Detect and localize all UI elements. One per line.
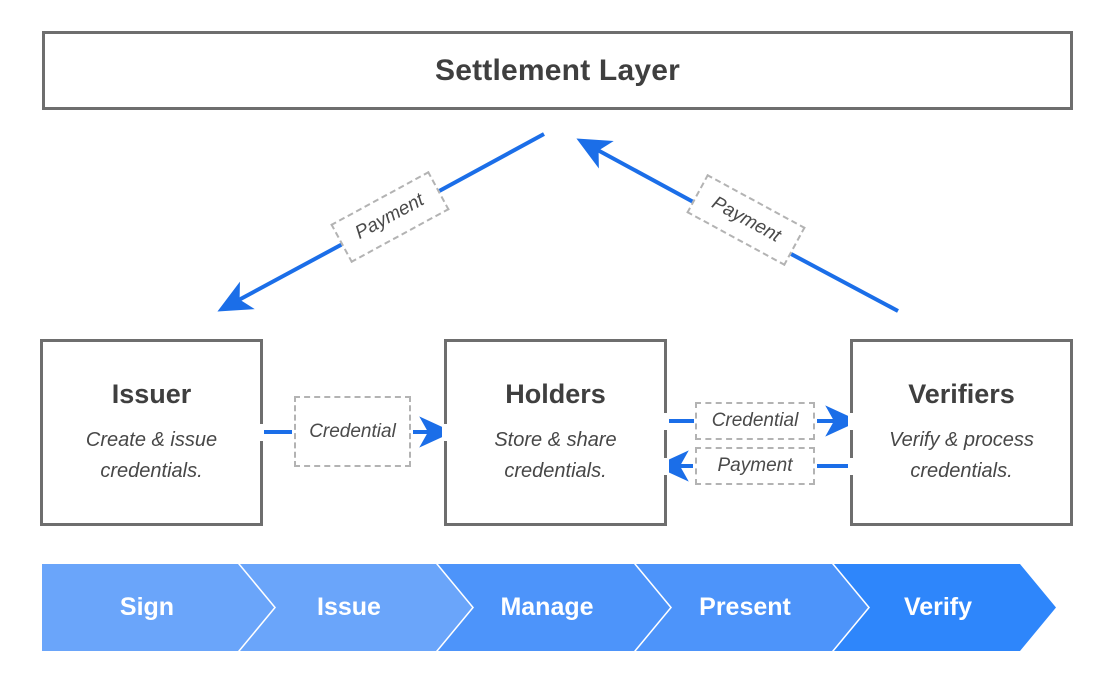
flow-tag-payment-verifier-holder: Payment — [695, 447, 815, 485]
role-description-verifiers: Verify & process credentials. — [889, 429, 1034, 482]
role-box-verifiers: Verifiers Verify & process credentials. — [850, 339, 1073, 526]
process-step-label-manage: Manage — [500, 593, 594, 621]
role-description-holders: Store & share credentials. — [494, 429, 617, 482]
process-step-label-present: Present — [699, 593, 791, 621]
border-gap-holders-right-2 — [662, 458, 669, 475]
role-title-verifiers: Verifiers — [908, 379, 1015, 409]
process-step-manage[interactable]: Manage — [438, 564, 670, 651]
settlement-layer-box: Settlement Layer — [42, 31, 1073, 110]
process-step-label-verify: Verify — [903, 593, 973, 621]
process-step-issue[interactable]: Issue — [240, 564, 472, 651]
process-step-label-sign: Sign — [119, 593, 175, 621]
flow-tag-credential-issuer-holder: Credential — [294, 396, 411, 467]
role-box-issuer: Issuer Create & issue credentials. — [40, 339, 263, 526]
border-gap-verifiers-left — [848, 413, 855, 430]
process-step-sign[interactable]: Sign — [42, 564, 274, 651]
settlement-layer-title: Settlement Layer — [435, 53, 680, 87]
role-title-issuer: Issuer — [111, 379, 192, 409]
border-gap-holders-left — [442, 424, 448, 441]
process-step-label-issue: Issue — [317, 593, 381, 621]
role-description-issuer: Create & issue credentials. — [85, 429, 218, 482]
border-gap-holders-right — [662, 413, 669, 430]
role-box-holders: Holders Store & share credentials. — [444, 339, 667, 526]
flow-tag-credential-holder-verifier: Credential — [695, 402, 815, 440]
border-gap-verifiers-left-2 — [848, 458, 855, 475]
process-steps-bar: Sign Issue Manage Present Verify — [42, 564, 1056, 651]
border-gap-issuer-right — [258, 424, 264, 441]
process-step-present[interactable]: Present — [636, 564, 868, 651]
role-title-holders: Holders — [505, 379, 606, 409]
